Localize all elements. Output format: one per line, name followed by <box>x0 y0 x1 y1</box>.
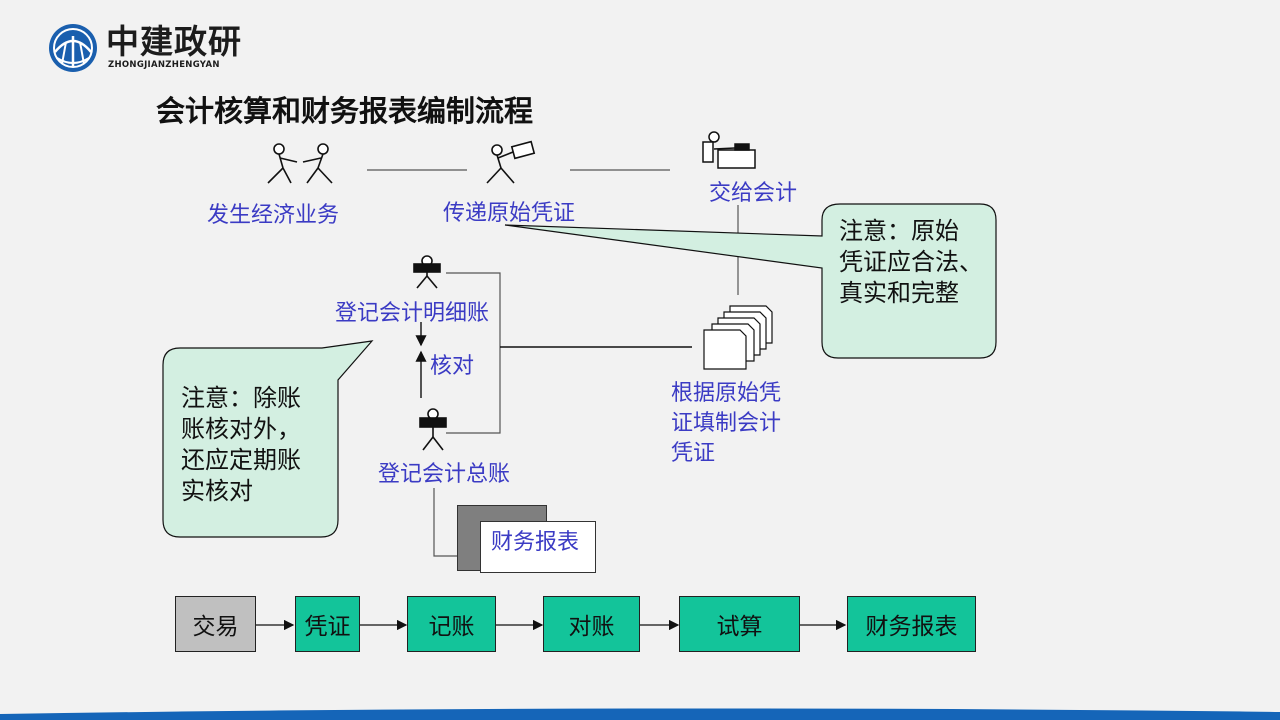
voucher-line: 根据原始凭 <box>671 381 782 406</box>
process-step-trial-balance: 试算 <box>679 596 800 652</box>
process-step-voucher: 凭证 <box>295 596 360 652</box>
callout-line: 注意：除账 <box>181 384 301 412</box>
left-callout-text: 注意：除账 账核对外， 还应定期账 实核对 <box>181 383 301 507</box>
logo-emblem-icon <box>49 24 97 72</box>
callout-line: 注意：原始 <box>839 217 959 245</box>
report-box: 财务报表 <box>480 521 596 573</box>
clerk-general-ledger-icon <box>419 408 447 451</box>
process-step-financial-report: 财务报表 <box>847 596 976 652</box>
logo-name: 中建政研 <box>106 22 242 61</box>
handshake-people-icon <box>267 143 333 184</box>
process-step-posting: 记账 <box>407 596 496 652</box>
label-check: 核对 <box>430 354 475 379</box>
callout-line: 实核对 <box>181 477 253 505</box>
clerk-detail-ledger-icon <box>413 255 441 289</box>
connector-ledger-report <box>433 488 458 557</box>
page-title: 会计核算和财务报表编制流程 <box>156 94 534 128</box>
voucher-line: 凭证 <box>671 441 716 466</box>
logo-subtitle: ZHONGJIANZHENGYAN <box>108 60 220 70</box>
callout-line: 账核对外， <box>181 415 301 443</box>
voucher-line: 证填制会计 <box>671 411 782 436</box>
process-step-transaction: 交易 <box>175 596 256 652</box>
accountant-desk-icon <box>702 131 756 169</box>
label-voucher: 根据原始凭 证填制会计 凭证 <box>671 379 781 469</box>
label-business: 发生经济业务 <box>207 203 340 228</box>
label-detail-ledger: 登记会计明细账 <box>335 301 490 326</box>
label-general-ledger: 登记会计总账 <box>378 462 511 487</box>
label-hand-over: 交给会计 <box>709 181 798 206</box>
right-callout-shape <box>504 203 997 359</box>
person-passing-document-icon <box>486 140 536 184</box>
left-callout-shape <box>162 340 374 538</box>
right-callout-text: 注意：原始 凭证应合法、 真实和完整 <box>839 216 983 309</box>
callout-line: 凭证应合法、 <box>839 248 983 276</box>
voucher-stack-icon <box>703 305 773 370</box>
footer-wave <box>0 708 1280 720</box>
callout-line: 真实和完整 <box>839 279 959 307</box>
process-step-reconcile: 对账 <box>543 596 640 652</box>
label-transmit-voucher: 传递原始凭证 <box>443 201 576 226</box>
callout-line: 还应定期账 <box>181 446 301 474</box>
ledger-bracket <box>446 272 501 434</box>
